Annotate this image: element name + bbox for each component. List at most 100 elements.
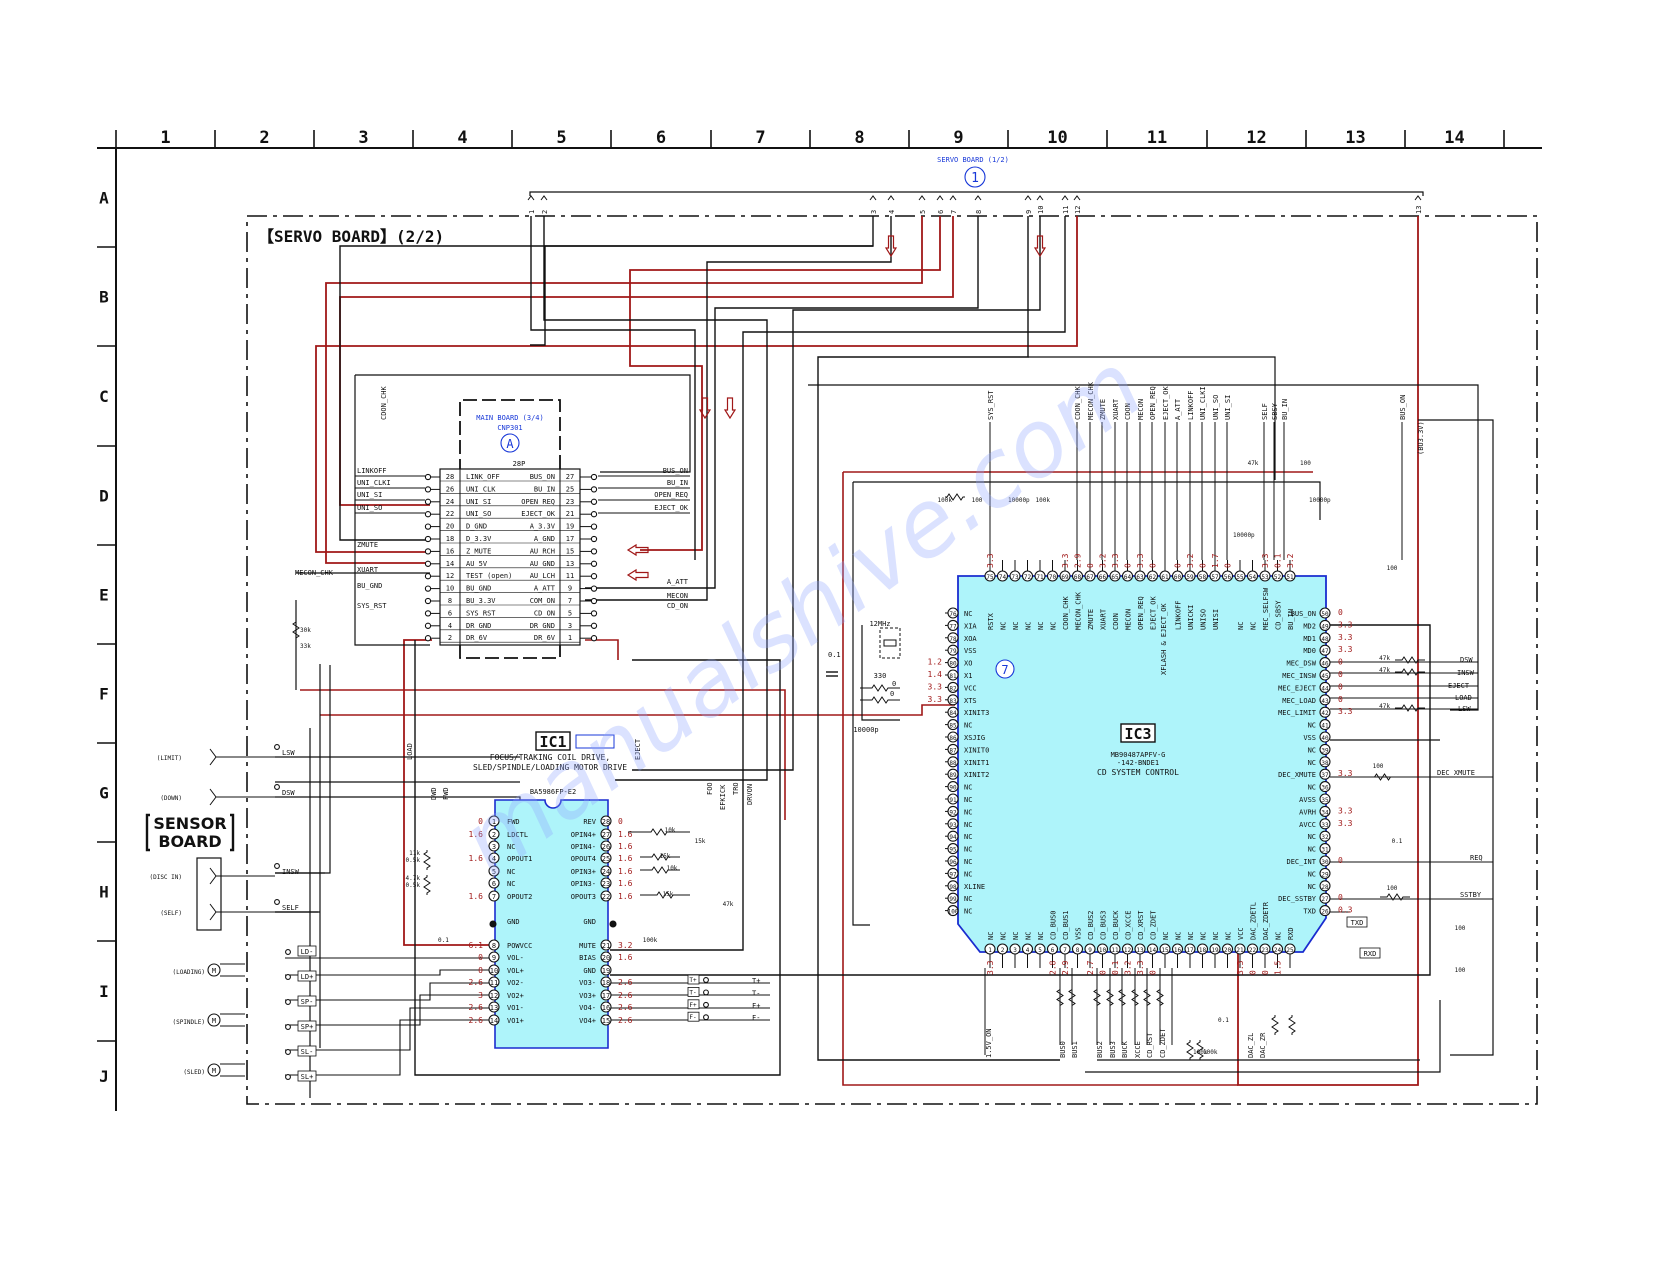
- pin-number: 24: [446, 498, 454, 506]
- ic-pin: [1134, 570, 1146, 582]
- pin-name: UNI_CLK: [466, 485, 496, 493]
- ic-pin-name: NC: [1000, 932, 1008, 940]
- pin-voltage: 3.3: [986, 960, 995, 975]
- net-label: BUCK: [1121, 1040, 1129, 1058]
- connector-pin: [703, 1014, 709, 1021]
- ic-pin-name: VCC: [964, 684, 977, 692]
- row-label: C: [99, 387, 109, 406]
- ic-pin: [947, 793, 959, 805]
- ic-pin-name: NC: [1308, 722, 1316, 730]
- ic-pin-number: 10: [490, 967, 498, 975]
- ic-pin: [947, 867, 959, 879]
- main-board-label: MAIN BOARD (3/4): [476, 414, 543, 422]
- connector-pin: [703, 977, 709, 983]
- wire: [1028, 356, 1276, 480]
- ic-pin-name: OPOUT2: [507, 893, 532, 901]
- resistor-label: 100: [1387, 885, 1398, 892]
- net-label: LD+: [301, 973, 314, 981]
- ic-pin-name: NC: [507, 868, 515, 876]
- ic-pin: [1319, 768, 1331, 780]
- resistor-label: 100k: [1203, 1049, 1218, 1056]
- net-label: BU_IN: [667, 479, 688, 487]
- ic-pin-name: XLINE: [964, 883, 985, 891]
- pin-voltage: 1.2: [928, 658, 943, 667]
- wire: [585, 216, 979, 589]
- pin-voltage: 3.3: [1136, 553, 1145, 568]
- ic-pin: [1046, 570, 1059, 582]
- ic-pin-name: RXD: [1287, 927, 1295, 940]
- ic-pin: [1259, 943, 1271, 955]
- ic-pin-number: 73: [1011, 574, 1019, 581]
- net-label: SYS_RST: [987, 390, 995, 420]
- pin-voltage: 3.2: [1099, 553, 1108, 568]
- ic-pin-number: 7: [1063, 947, 1067, 954]
- column-label: 13: [1345, 128, 1365, 148]
- net-label: REQ: [1470, 854, 1483, 862]
- ic-pin: [984, 570, 996, 582]
- ic-pin: [600, 1014, 612, 1026]
- ic-pin-number: 9: [492, 954, 496, 962]
- resistor: [1118, 985, 1126, 1010]
- ic-pin-name: GND: [583, 967, 596, 975]
- ic-pin-name: NC: [987, 932, 995, 940]
- connector-pin: [424, 473, 432, 481]
- resistor: [1106, 985, 1114, 1010]
- ic-pin: [488, 939, 500, 951]
- net-label: MECON: [667, 592, 688, 600]
- ic-pin: [1319, 892, 1331, 904]
- resistor: [423, 850, 431, 870]
- net-label: DAC_ZR: [1259, 1032, 1267, 1058]
- ic-pin-number: 10: [1099, 947, 1107, 954]
- net-label: UNI_SO: [1212, 395, 1220, 420]
- ic-pin-name: REV: [583, 818, 596, 826]
- ic-pin-number: 43: [1321, 698, 1329, 705]
- wire: [852, 482, 870, 926]
- signal-arrow: [626, 568, 649, 582]
- pin-voltage: 0: [1338, 658, 1343, 667]
- net-label: BU_GND: [357, 582, 382, 590]
- ic-pin-number: 75: [986, 574, 994, 581]
- crystal: [883, 639, 897, 647]
- ic-pin-number: 78: [949, 636, 957, 643]
- sensor-title: BOARD: [158, 832, 221, 851]
- pin-voltage: 3.2: [1286, 553, 1295, 568]
- ic-pin-number: 22: [602, 893, 610, 901]
- servo-pin-number: 6: [937, 210, 945, 214]
- ic-pin: [600, 865, 612, 877]
- ic-pin-name: RSTX: [987, 612, 995, 630]
- ic-pin-number: 50: [1321, 611, 1329, 618]
- pin-voltage: 3.3: [1338, 633, 1353, 642]
- pin-number: 8: [448, 597, 452, 605]
- ic-pin-number: 40: [1321, 735, 1329, 742]
- ic-pin: [947, 818, 959, 830]
- ic-pin: [1071, 570, 1084, 582]
- pin-voltage: 2.6: [618, 1016, 633, 1025]
- ic-pin-number: 92: [949, 809, 957, 816]
- resistor-label: 10k: [667, 865, 678, 872]
- pin-number: 3: [568, 622, 572, 630]
- ic-pin: [1319, 607, 1331, 619]
- pin-voltage: 0: [1086, 563, 1095, 568]
- ic-pin-number: 80: [949, 661, 957, 668]
- ic-pin-name: VSS: [1075, 927, 1083, 940]
- ic-part-number: MB90487APFV-G: [1111, 751, 1166, 759]
- resistor: [860, 696, 900, 704]
- net-label: MECON_CHK: [295, 569, 334, 577]
- column-label: 14: [1444, 128, 1464, 148]
- pin-voltage: 3.3: [1111, 553, 1120, 568]
- ic-pin-number: 60: [1174, 574, 1182, 581]
- switch-label: (LIMIT): [157, 755, 182, 762]
- resistor: [292, 610, 300, 650]
- net-tag: [1359, 947, 1381, 959]
- pin-voltage: 3.3: [1236, 960, 1245, 975]
- net-label: TRO: [732, 782, 740, 795]
- ic-pin-name: NC: [1308, 870, 1316, 878]
- connector-pin: [590, 560, 598, 567]
- ic-pin-name: NC: [1162, 932, 1170, 940]
- servo-pin-arrow: [1024, 195, 1032, 201]
- ic-pin-number: 31: [1321, 847, 1329, 854]
- ic-pin: [1234, 943, 1246, 955]
- ic-pin-number: 64: [1124, 574, 1132, 581]
- resistor: [640, 853, 680, 861]
- servo-pin-number: 1: [528, 210, 536, 214]
